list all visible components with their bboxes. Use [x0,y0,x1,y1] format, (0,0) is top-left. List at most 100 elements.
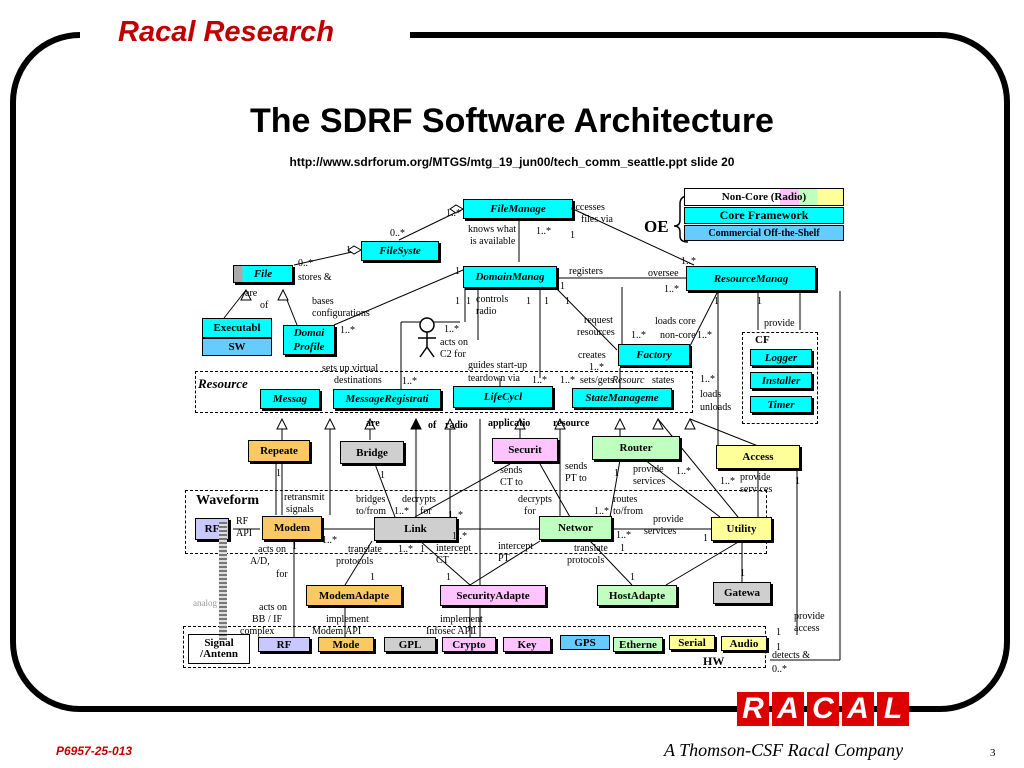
label: non-core [660,330,696,341]
label: access [794,623,820,634]
hw-antenna-label: /Antenn [200,648,238,660]
label: 1..* [448,510,463,521]
label: radio [476,306,497,317]
source-url: http://www.sdrforum.org/MTGS/mtg_19_jun0… [289,155,735,169]
label: protocols [567,555,605,566]
label: 1..* [616,530,631,541]
factory-box: Factory [618,344,690,366]
label: radio [445,420,468,431]
label: resource [553,418,590,429]
label: of [260,300,269,311]
legend-core: Core Framework [684,207,844,224]
filemanager-box: FileManage [463,199,573,219]
label: 1 [472,626,477,637]
label: bases [312,296,334,307]
network-box: Networ [539,516,612,540]
analog-cable [219,522,227,640]
label: provide [633,464,664,475]
resource-group-label: Resource [198,376,248,391]
label: provide [764,318,795,329]
label: loads core [655,316,696,327]
utility-box: Utility [711,517,772,541]
label: are [245,288,258,299]
label: creates [578,350,606,361]
label: 1..* [398,544,413,555]
label: 1..* [322,535,337,546]
label: sends [500,465,523,476]
page-number: 3 [990,747,996,759]
document-id: P6957-25-013 [56,744,133,758]
hw-signal-label: Signal [204,637,234,649]
label: Infosec API [426,626,474,637]
hw-serial-box: Serial [669,635,715,650]
sw-box: SW [202,338,272,356]
bridge-box: Bridge [340,441,404,464]
label: 1 [446,572,451,583]
label: retransmit [284,492,325,503]
label: 1 [455,296,460,307]
label: acts on [258,544,287,555]
brand-title: Racal Research [118,16,335,48]
label: accesses [571,202,605,213]
label: 1..* [532,375,547,386]
hw-gps-box: GPS [560,635,610,650]
filesystem-box: FileSyste [361,241,439,261]
label: 1 [630,572,635,583]
label: 1..* [681,256,696,267]
label: CT to [500,477,523,488]
label: bridges [356,494,386,505]
resourcemanager-box: ResourceManag [686,266,816,291]
label: Modem API [312,626,362,637]
label: registers [569,266,603,277]
racal-logo: R A C A L [737,692,909,726]
link-box: Link [374,517,457,541]
label: are [366,418,380,429]
label: 1 [776,642,781,653]
label: 1 [544,296,549,307]
access-box: Access [716,445,800,469]
label: 1 [560,281,565,292]
executable-box: Executabl [202,318,272,338]
label: 1 [740,568,745,579]
message-box: Messag [260,389,320,409]
label: 1 [526,296,531,307]
label: 1 [614,468,619,479]
label: analog [193,598,217,608]
logger-box: Logger [750,349,812,366]
resource-group [195,371,693,413]
label: configurations [312,308,370,319]
hw-audio-box: Audio [721,636,767,651]
label: is available [470,236,516,247]
hw-crypto-box: Crypto [442,637,496,652]
label: translate [348,544,382,555]
page-title: The SDRF Software Architecture [250,102,774,140]
logo-letter: A [842,692,874,726]
label: oversee [648,268,679,279]
legend-oe: OE [644,217,669,236]
label: destinations [334,375,382,386]
label: 1..* [697,330,712,341]
label: decrypts [402,494,436,505]
timer-box: Timer [750,396,812,413]
label: 1 [714,296,719,307]
label: provide [740,472,771,483]
label: loads [700,389,722,400]
hw-group-label: HW [703,654,725,668]
label: 1 [570,230,575,241]
label: 1 [757,296,762,307]
label: teardown via [468,373,520,384]
cf-group-label: CF [755,334,770,346]
label: 1 [292,541,297,552]
label: services [644,526,677,537]
installer-box: Installer [750,372,812,389]
label: 1..* [589,362,604,373]
securityadapter-box: SecurityAdapte [440,585,546,606]
gateway-box: Gatewa [713,582,771,604]
domainprofile-label-2: Profile [293,341,325,353]
label: 1 [276,468,281,479]
label: 1..* [631,330,646,341]
label: knows what [468,224,517,235]
hw-signal-antenna: Signal /Antenn [188,634,250,664]
domainprofile-label-1: Domai [293,327,325,339]
